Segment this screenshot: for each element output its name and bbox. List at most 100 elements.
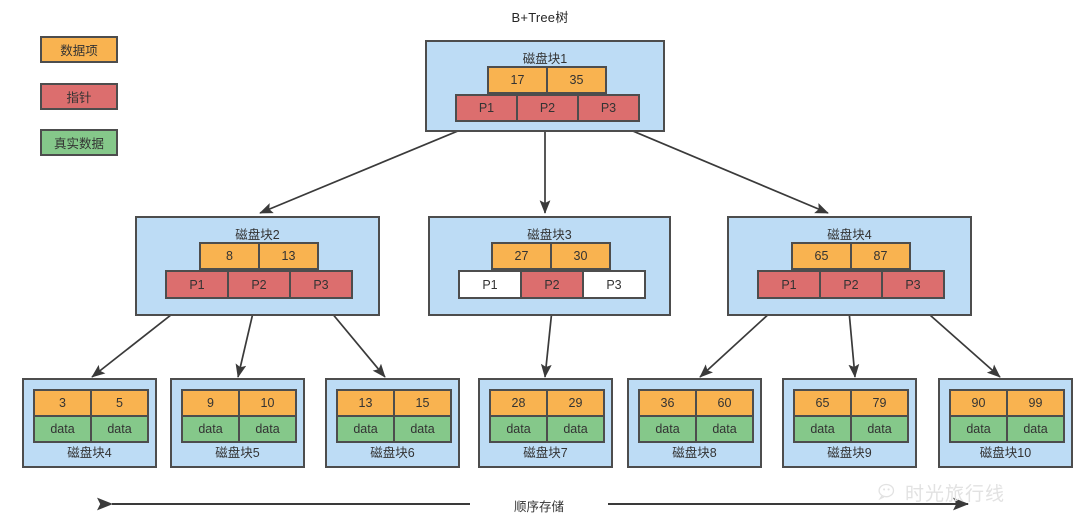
pointer-cell-p1: P1 — [757, 270, 821, 299]
key-cell: 87 — [850, 242, 911, 270]
data-cell: data — [336, 415, 395, 443]
key-cell: 36 — [638, 389, 697, 417]
data-cell: data — [181, 415, 240, 443]
node-internal-block3: 磁盘块3 27 30 P1 P2 P3 — [428, 216, 671, 316]
node-label: 磁盘块7 — [523, 446, 568, 460]
legend-item-data-entry: 数据项 — [40, 36, 118, 63]
pointer-cell-p3: P3 — [582, 270, 646, 299]
node-label: 磁盘块4 — [67, 446, 112, 460]
key-row: 28 29 — [489, 389, 605, 417]
data-cell: data — [393, 415, 452, 443]
data-row: data data — [489, 415, 605, 443]
legend-label-data-entry: 数据项 — [60, 44, 98, 58]
data-cell: data — [489, 415, 548, 443]
node-root-block1: 磁盘块1 17 35 P1 P2 P3 — [425, 40, 665, 132]
key-cell: 65 — [791, 242, 852, 270]
pointer-cell-p2: P2 — [516, 94, 579, 122]
key-cell: 5 — [90, 389, 149, 417]
key-cell: 99 — [1006, 389, 1065, 417]
key-cell: 29 — [546, 389, 605, 417]
node-internal-block4: 磁盘块4 65 87 P1 P2 P3 — [727, 216, 972, 316]
pointer-cell-p2: P2 — [227, 270, 291, 299]
node-leaf-block5: 9 10 data data 磁盘块5 — [170, 378, 305, 468]
key-cell: 30 — [550, 242, 611, 270]
page-title: B+Tree树 — [511, 10, 569, 25]
key-cell: 15 — [393, 389, 452, 417]
node-label: 磁盘块9 — [827, 446, 872, 460]
key-row: 90 99 — [949, 389, 1065, 417]
pointer-row: P1 P2 P3 — [455, 94, 640, 122]
key-cell: 3 — [33, 389, 92, 417]
wechat-icon — [878, 483, 900, 502]
pointer-row: P1 P2 P3 — [757, 270, 945, 299]
data-row: data data — [638, 415, 754, 443]
pointer-cell-p1: P1 — [455, 94, 518, 122]
pointer-cell-p3: P3 — [577, 94, 640, 122]
pointer-row: P1 P2 P3 — [458, 270, 646, 299]
data-cell: data — [238, 415, 297, 443]
pointer-cell-p3: P3 — [289, 270, 353, 299]
node-leaf-block4: 3 5 data data 磁盘块4 — [22, 378, 157, 468]
key-cell: 27 — [491, 242, 552, 270]
key-cell: 9 — [181, 389, 240, 417]
node-label: 磁盘块8 — [672, 446, 717, 460]
pointer-cell-p2: P2 — [819, 270, 883, 299]
sequential-storage-label: 顺序存储 — [470, 496, 608, 515]
data-row: data data — [181, 415, 297, 443]
node-label: 磁盘块4 — [827, 228, 872, 242]
key-cell: 65 — [793, 389, 852, 417]
data-row: data data — [336, 415, 452, 443]
data-cell: data — [850, 415, 909, 443]
key-row: 65 79 — [793, 389, 909, 417]
key-cell: 90 — [949, 389, 1008, 417]
node-leaf-block10: 90 99 data data 磁盘块10 — [938, 378, 1073, 468]
key-row: 9 10 — [181, 389, 297, 417]
key-cell: 28 — [489, 389, 548, 417]
key-row: 17 35 — [487, 66, 607, 94]
pointer-cell-p3: P3 — [881, 270, 945, 299]
node-label: 磁盘块10 — [979, 446, 1032, 460]
data-cell: data — [695, 415, 754, 443]
watermark-text: 时光旅行线 — [905, 484, 1006, 505]
data-row: data data — [793, 415, 909, 443]
node-label: 磁盘块3 — [527, 228, 572, 242]
key-cell: 13 — [336, 389, 395, 417]
data-row: data data — [949, 415, 1065, 443]
legend-item-pointer: 指针 — [40, 83, 118, 110]
pointer-cell-p1: P1 — [458, 270, 522, 299]
key-cell: 10 — [238, 389, 297, 417]
data-cell: data — [33, 415, 92, 443]
node-leaf-block9: 65 79 data data 磁盘块9 — [782, 378, 917, 468]
key-cell: 60 — [695, 389, 754, 417]
data-row: data data — [33, 415, 149, 443]
node-leaf-block7: 28 29 data data 磁盘块7 — [478, 378, 613, 468]
data-cell: data — [1006, 415, 1065, 443]
key-cell: 8 — [199, 242, 260, 270]
data-cell: data — [638, 415, 697, 443]
key-cell: 35 — [546, 66, 607, 94]
node-label: 磁盘块2 — [235, 228, 280, 242]
key-cell: 79 — [850, 389, 909, 417]
node-leaf-block8: 36 60 data data 磁盘块8 — [627, 378, 762, 468]
node-leaf-block6: 13 15 data data 磁盘块6 — [325, 378, 460, 468]
key-cell: 13 — [258, 242, 319, 270]
key-row: 36 60 — [638, 389, 754, 417]
data-cell: data — [949, 415, 1008, 443]
legend-label-real-data: 真实数据 — [53, 137, 104, 151]
node-label: 磁盘块1 — [522, 52, 568, 66]
key-row: 3 5 — [33, 389, 149, 417]
legend-item-real-data: 真实数据 — [40, 129, 118, 156]
key-row: 8 13 — [199, 242, 319, 270]
pointer-row: P1 P2 P3 — [165, 270, 353, 299]
data-cell: data — [546, 415, 605, 443]
pointer-cell-p2: P2 — [520, 270, 584, 299]
node-label: 磁盘块5 — [215, 446, 260, 460]
key-row: 65 87 — [791, 242, 911, 270]
watermark: 时光旅行线 — [878, 479, 1005, 506]
key-row: 13 15 — [336, 389, 452, 417]
key-row: 27 30 — [491, 242, 611, 270]
data-cell: data — [793, 415, 852, 443]
key-cell: 17 — [487, 66, 548, 94]
node-label: 磁盘块6 — [370, 446, 415, 460]
